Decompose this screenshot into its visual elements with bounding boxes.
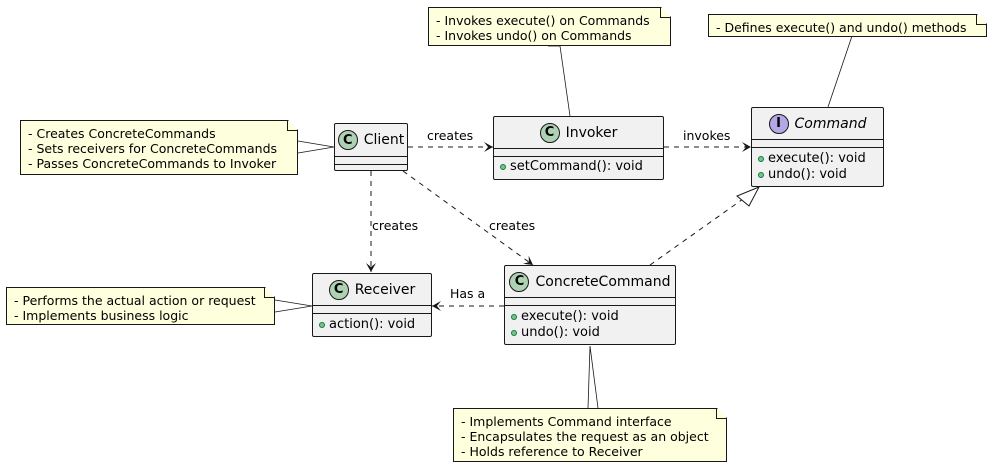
note-receiver: - Performs the actual action or request …: [6, 287, 275, 325]
edge-label-client-concrete: creates: [489, 218, 536, 233]
note-line: - Performs the actual action or request: [14, 293, 256, 308]
public-method-icon: [500, 164, 506, 170]
note-connector-receiver: [274, 299, 313, 313]
class-concrete-command[interactable]: C ConcreteCommand execute(): void undo()…: [504, 265, 676, 345]
method: execute(): void: [511, 309, 619, 325]
edge-label-client-receiver: creates: [372, 218, 419, 233]
class-name: Client: [363, 132, 405, 148]
edge-label-concrete-receiver: Has a: [450, 286, 486, 301]
interface-icon: I: [768, 113, 789, 134]
note-line: - Invokes execute() on Commands: [436, 13, 650, 28]
note-concrete-command: - Implements Command interface - Encapsu…: [453, 408, 727, 462]
note-line: - Invokes undo() on Commands: [436, 28, 632, 43]
public-method-icon: [319, 322, 325, 328]
edge-concrete-command: [649, 198, 744, 266]
interface-command[interactable]: I Command execute(): void undo(): void: [751, 107, 884, 187]
realization-arrowhead: [736, 186, 761, 207]
note-line: - Implements Command interface: [461, 414, 672, 429]
note-line: - Sets receivers for ConcreteCommands: [28, 141, 278, 156]
method: action(): void: [319, 317, 415, 333]
class-name: Command: [794, 115, 867, 132]
note-line: - Creates ConcreteCommands: [28, 126, 216, 141]
class-invoker[interactable]: C Invoker setCommand(): void: [493, 116, 664, 180]
public-method-icon: [758, 156, 764, 162]
edge-label-client-invoker: creates: [427, 128, 474, 143]
class-icon: C: [539, 122, 560, 143]
public-method-icon: [511, 314, 517, 320]
public-method-icon: [511, 330, 517, 336]
class-icon: C: [328, 279, 349, 300]
method: undo(): void: [758, 167, 866, 183]
edge-client-concrete: [402, 170, 534, 266]
note-line: - Defines execute() and undo() methods: [716, 20, 967, 35]
class-name: Receiver: [354, 281, 416, 298]
public-method-icon: [758, 172, 764, 178]
class-name: Invoker: [565, 124, 618, 141]
class-client[interactable]: C Client: [334, 123, 408, 171]
note-connector-concrete: [587, 345, 599, 409]
method: undo(): void: [511, 325, 619, 341]
note-invoker: - Invokes execute() on Commands - Invoke…: [428, 7, 671, 46]
note-client: - Creates ConcreteCommands - Sets receiv…: [20, 120, 298, 175]
note-line: - Implements business logic: [14, 308, 189, 323]
class-icon: C: [509, 271, 530, 292]
class-icon: C: [337, 130, 358, 150]
note-connector-command: [827, 35, 853, 108]
class-receiver[interactable]: C Receiver action(): void: [312, 273, 432, 337]
edge-label-invoker-command: invokes: [683, 128, 731, 143]
note-connector-invoker: [548, 45, 571, 117]
method: setCommand(): void: [500, 159, 643, 175]
note-line: - Holds reference to Receiver: [461, 444, 643, 459]
note-line: - Encapsulates the request as an object: [461, 429, 709, 444]
note-connector-client: [297, 140, 335, 154]
method: execute(): void: [758, 151, 866, 167]
class-name: ConcreteCommand: [535, 273, 671, 290]
note-line: - Passes ConcreteCommands to Invoker: [28, 156, 277, 171]
note-command: - Defines execute() and undo() methods: [708, 14, 987, 37]
